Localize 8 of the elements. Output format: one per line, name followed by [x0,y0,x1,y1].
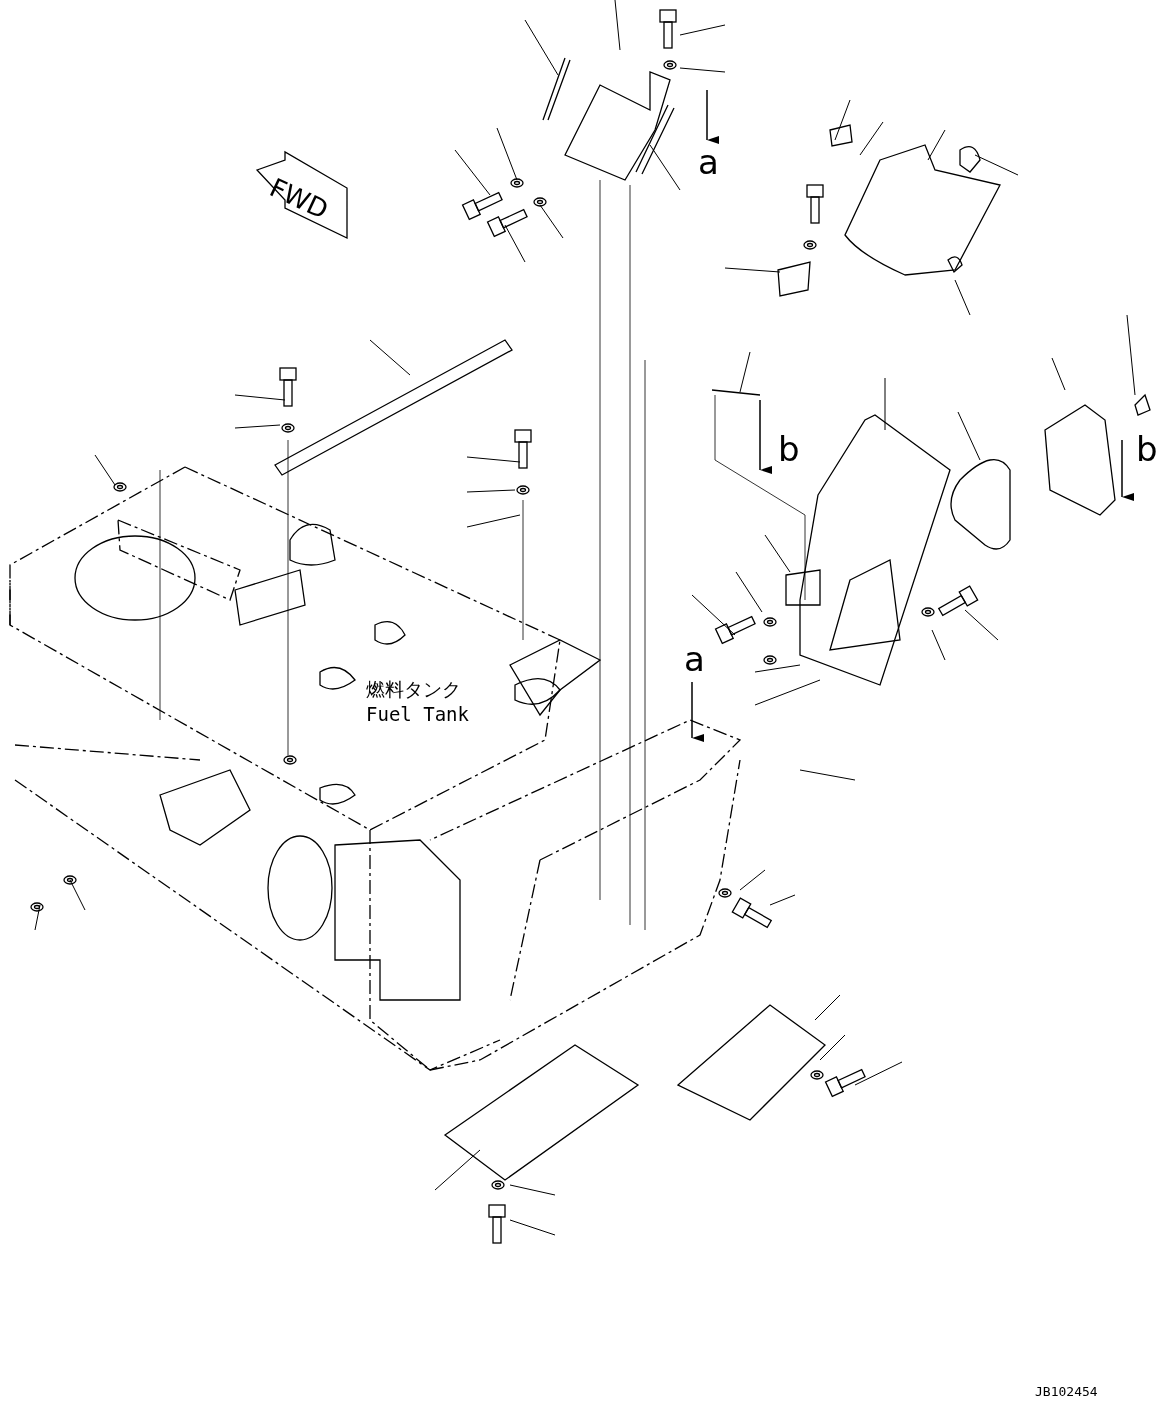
reference-letter: a [698,145,719,179]
drawing-number: JB102454 [1035,1385,1098,1398]
part-name: Fuel Tank [366,705,469,724]
reference-letter: b [778,432,800,466]
reference-letter: a [684,642,705,676]
reference-letter: b [1136,432,1158,466]
part-name: 燃料タンク [366,680,461,699]
forward-arrow-sign: FWD [255,150,350,240]
